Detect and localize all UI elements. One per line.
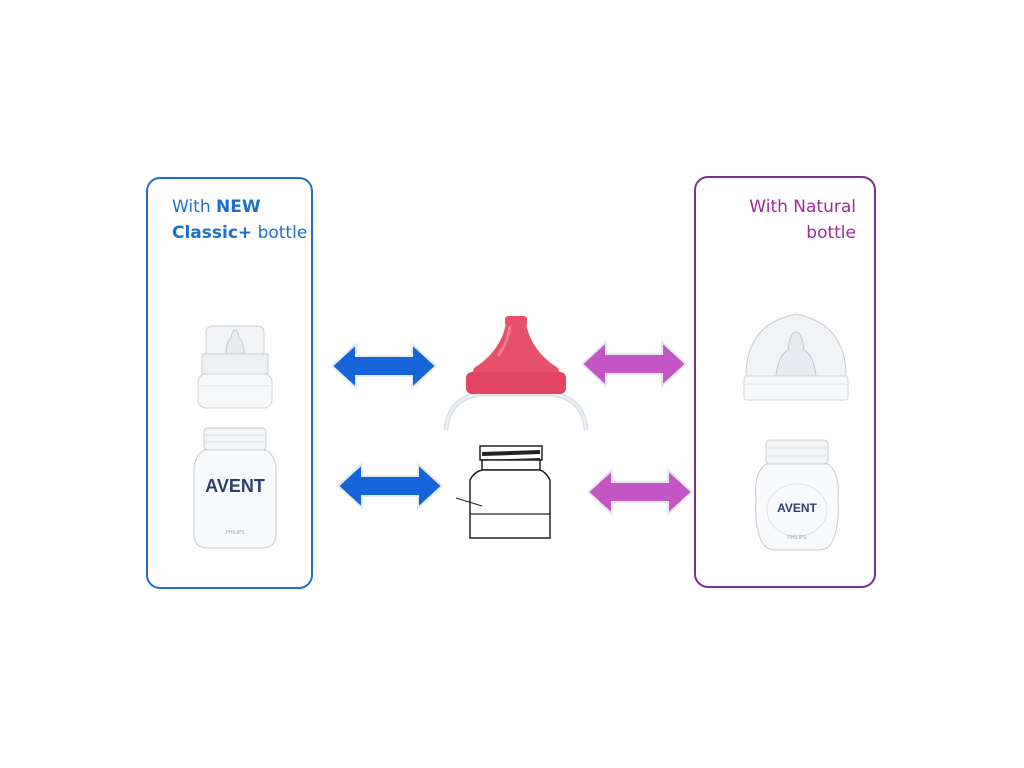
caption-line-2: bottle — [806, 223, 856, 243]
natural-teat-dome-icon — [743, 313, 849, 401]
caption-line-2: Classic+ bottle — [172, 223, 308, 243]
classic-avent-logo: AVENT — [205, 476, 265, 496]
caption-line-1: With NEW — [172, 197, 261, 217]
double-headed-arrow-icon — [330, 341, 438, 391]
adapter-ring-outline-icon — [455, 445, 551, 539]
caption-line-1: With Natural — [749, 197, 856, 217]
pink-spout-cup-lid-icon — [443, 316, 589, 431]
natural-philips-label: PHILIPS — [787, 535, 807, 541]
classic-bottle-body-icon: AVENT PHILIPS — [193, 427, 277, 549]
classic-teat-hood-icon — [197, 325, 273, 409]
double-headed-arrow-icon — [580, 339, 688, 389]
natural-bottle-caption: With Natural bottle — [749, 194, 856, 246]
classic-bottle-caption: With NEW Classic+ bottle — [172, 194, 307, 246]
double-headed-arrow-icon — [586, 467, 694, 517]
natural-bottle-body-icon: AVENT PHILIPS — [755, 439, 839, 551]
double-headed-arrow-icon — [336, 461, 444, 511]
classic-philips-label: PHILIPS — [225, 530, 245, 536]
natural-avent-logo: AVENT — [777, 501, 817, 515]
